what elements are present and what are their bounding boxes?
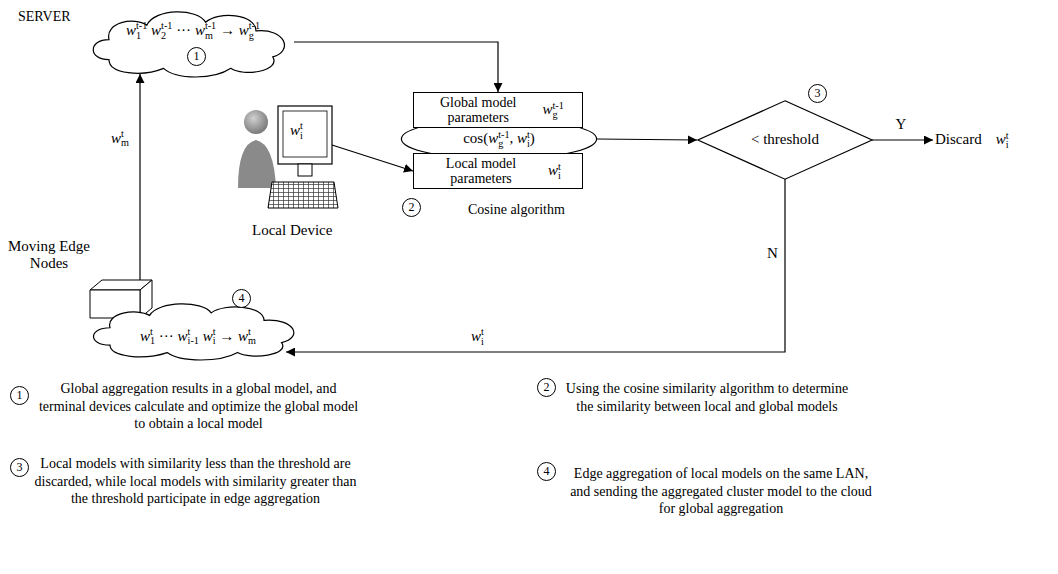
flow-arrow xyxy=(332,145,413,171)
node-text: Local model parameters xyxy=(435,156,527,187)
person-body xyxy=(238,140,276,188)
keyboard xyxy=(268,182,338,208)
cloud-node: w1t ··· wi-1t wit → wmt xyxy=(88,298,308,360)
parameter-box: Global model parameters wgt-1 xyxy=(413,92,583,128)
node-text: w1t-1 w2t-1 ··· wmt-1 → wgt-1 xyxy=(126,22,260,39)
step-note: Global aggregation results in a global m… xyxy=(36,380,361,433)
flow-arrow xyxy=(139,74,140,281)
callout-number: 3 xyxy=(10,458,29,477)
text-label: Cosine algorithm xyxy=(468,201,565,219)
node-text: Local Device xyxy=(252,222,332,239)
device-illustration xyxy=(238,106,338,208)
discard-node: Discard wit xyxy=(935,128,1050,152)
flow-arrow xyxy=(597,139,697,140)
step-note: Edge aggregation of local models on the … xyxy=(566,465,876,518)
callout-number: 3 xyxy=(808,84,827,103)
node-text: wit xyxy=(548,162,561,179)
local-device: witLocal Device xyxy=(238,100,338,250)
node-text: wgt-1 xyxy=(542,101,563,118)
edge-label: wit xyxy=(470,328,485,345)
monitor-stand xyxy=(298,164,312,176)
cloud-outline xyxy=(88,298,308,360)
node-text: Global model parameters xyxy=(432,95,524,126)
cloud-outline xyxy=(94,304,294,360)
text-label: N xyxy=(767,244,778,263)
node-text: wit xyxy=(290,122,303,139)
diamond-outline xyxy=(698,101,872,179)
parameter-box: Local model parameters wit xyxy=(413,153,583,189)
text-label: SERVER xyxy=(18,8,71,26)
callout-number: 2 xyxy=(537,378,556,397)
decision-diamond: < threshold xyxy=(697,100,873,180)
person-head xyxy=(244,110,268,134)
node-text: w1t ··· wi-1t wit → wmt xyxy=(140,328,256,345)
edge-label: wmt xyxy=(110,130,130,147)
edge-label: Y xyxy=(895,116,908,133)
monitor-screen xyxy=(283,111,327,157)
node-text: wit xyxy=(996,131,1009,148)
node-text: cos(wgt-1, wit) xyxy=(463,130,535,147)
node-text: Moving Edge Nodes xyxy=(4,238,94,273)
flow-arrow xyxy=(872,139,933,140)
step-note: Local models with similarity less than t… xyxy=(28,455,363,508)
callout-number: 1 xyxy=(10,386,29,405)
callout-number: 4 xyxy=(537,462,556,481)
cloud-outline xyxy=(88,5,298,77)
cloud-node: w1t-1 w2t-1 ··· wmt-1 → wgt-1 xyxy=(88,5,298,77)
callout-number: 2 xyxy=(402,198,421,217)
cloud-outline xyxy=(93,12,284,77)
step-note: Using the cosine similarity algorithm to… xyxy=(562,380,852,415)
callout-number: 4 xyxy=(232,289,251,308)
callout-number: 1 xyxy=(187,47,206,66)
flow-arrow xyxy=(294,42,498,92)
flow-arrow xyxy=(286,179,785,352)
node-text: Discard xyxy=(935,131,982,148)
node-text: < threshold xyxy=(751,131,819,148)
monitor xyxy=(278,106,332,164)
